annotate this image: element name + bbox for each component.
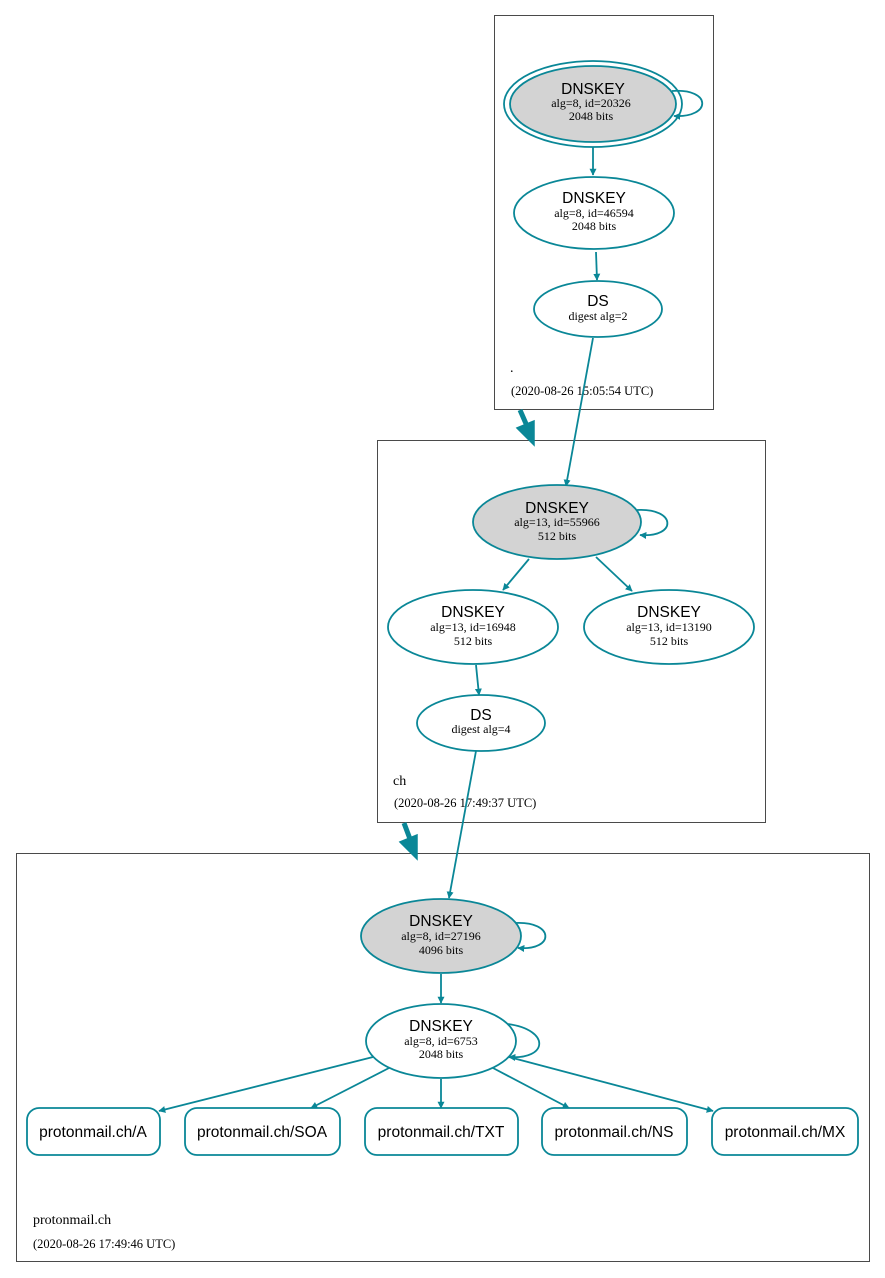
- rrset-txt-label: protonmail.ch/TXT: [378, 1124, 505, 1141]
- zone-root-box: [494, 15, 714, 410]
- node-pm-zsk-alg: alg=8, id=6753: [404, 1034, 478, 1048]
- rrset-a-box: [26, 1107, 161, 1156]
- self-loop-pm-ksk: [514, 922, 547, 952]
- node-ch-ksk-title: DNSKEY: [525, 500, 589, 517]
- rrset-soa-box: [184, 1107, 341, 1156]
- rrset-txt-box: [364, 1107, 519, 1156]
- node-ch-ds-digest: digest alg=4: [451, 722, 510, 736]
- edge-ch-zsk1-to-ds: [474, 664, 482, 696]
- node-root-ds-title: DS: [587, 293, 609, 310]
- edge-pm-zsk-to-ns: [492, 1067, 570, 1109]
- node-ch-ksk-alg: alg=13, id=55966: [514, 515, 600, 529]
- node-ch-zsk-16948-shape: [387, 589, 559, 665]
- node-ch-ksk-shape: [472, 484, 642, 560]
- zone-root-name: .: [510, 361, 514, 376]
- node-root-zsk-alg: alg=8, id=46594: [554, 206, 634, 220]
- rrset-mx-box: [711, 1107, 859, 1156]
- delegation-ch-protonmail: [398, 822, 418, 861]
- rrset-soa[interactable]: protonmail.ch/SOA: [184, 1107, 341, 1156]
- rrset-a-label: protonmail.ch/A: [39, 1124, 147, 1141]
- node-ch-zsk-16948-alg: alg=13, id=16948: [430, 620, 516, 634]
- node-pm-zsk-shape: [365, 1003, 517, 1079]
- node-root-zsk-shape: [513, 176, 675, 250]
- node-ch-zsk-16948-title: DNSKEY: [441, 604, 505, 621]
- zone-ch-timestamp: (2020-08-26 17:49:37 UTC): [394, 796, 536, 810]
- node-root-ds-shape: [533, 280, 663, 338]
- node-root-ds[interactable]: DS digest alg=2: [533, 280, 663, 338]
- edge-ch-ksk-to-zsk2: [595, 556, 633, 592]
- node-pm-ksk[interactable]: DNSKEY alg=8, id=27196 4096 bits: [360, 898, 522, 974]
- node-root-zsk-title: DNSKEY: [562, 190, 626, 207]
- self-loop-root-ksk: [671, 90, 703, 120]
- rrset-mx-label: protonmail.ch/MX: [725, 1124, 846, 1141]
- zone-protonmail: protonmail.ch (2020-08-26 17:49:46 UTC): [16, 853, 870, 1262]
- rrset-ns-box: [541, 1107, 688, 1156]
- node-ch-zsk-16948[interactable]: DNSKEY alg=13, id=16948 512 bits: [387, 589, 559, 665]
- delegation-root-ch: [515, 408, 535, 447]
- node-ch-zsk-13190-bits: 512 bits: [650, 634, 689, 648]
- rrset-a[interactable]: protonmail.ch/A: [26, 1107, 161, 1156]
- zone-protonmail-box: [16, 853, 870, 1262]
- node-root-zsk-bits: 2048 bits: [572, 219, 617, 233]
- rrset-ns[interactable]: protonmail.ch/NS: [541, 1107, 688, 1156]
- node-ch-zsk-13190[interactable]: DNSKEY alg=13, id=13190 512 bits: [583, 589, 755, 665]
- zone-ch-name: ch: [393, 774, 406, 789]
- delegation-root-ch-head: [515, 419, 535, 447]
- node-ch-zsk-13190-alg: alg=13, id=13190: [626, 620, 712, 634]
- edge-pm-zsk-to-a: [158, 1056, 374, 1113]
- edge-ch-ds-to-pm-ksk: [446, 750, 477, 899]
- node-pm-ksk-bits: 4096 bits: [419, 943, 464, 957]
- edges: [158, 90, 714, 1113]
- node-root-zsk[interactable]: DNSKEY alg=8, id=46594 2048 bits: [513, 176, 675, 250]
- node-pm-zsk-title: DNSKEY: [409, 1018, 473, 1035]
- rrset-soa-label: protonmail.ch/SOA: [197, 1124, 328, 1141]
- nodes: DNSKEY alg=8, id=20326 2048 bits DNSKEY …: [26, 60, 859, 1156]
- edge-pm-zsk-to-soa: [310, 1067, 390, 1109]
- node-root-ksk-alg: alg=8, id=20326: [551, 96, 631, 110]
- node-ch-zsk-13190-title: DNSKEY: [637, 604, 701, 621]
- zone-protonmail-timestamp: (2020-08-26 17:49:46 UTC): [33, 1237, 175, 1251]
- zone-root-timestamp: (2020-08-26 15:05:54 UTC): [511, 384, 653, 398]
- zone-ch: ch (2020-08-26 17:49:37 UTC): [377, 440, 766, 823]
- node-root-ksk[interactable]: DNSKEY alg=8, id=20326 2048 bits: [503, 60, 683, 148]
- node-ch-ksk[interactable]: DNSKEY alg=13, id=55966 512 bits: [472, 484, 642, 560]
- node-pm-ksk-alg: alg=8, id=27196: [401, 929, 481, 943]
- rrset-ns-label: protonmail.ch/NS: [555, 1124, 674, 1141]
- zone-root: . (2020-08-26 15:05:54 UTC): [494, 15, 714, 410]
- node-root-ksk-bits: 2048 bits: [569, 109, 614, 123]
- zone-ch-box: [377, 440, 766, 823]
- node-ch-ksk-bits: 512 bits: [538, 529, 577, 543]
- node-pm-zsk[interactable]: DNSKEY alg=8, id=6753 2048 bits: [365, 1003, 517, 1079]
- node-ch-ds-shape: [416, 694, 546, 752]
- edge-root-zsk-to-ds: [593, 251, 601, 281]
- zone-protonmail-name: protonmail.ch: [33, 1213, 111, 1228]
- node-ch-ds-title: DS: [470, 707, 492, 724]
- node-pm-ksk-shape: [360, 898, 522, 974]
- rrset-mx[interactable]: protonmail.ch/MX: [711, 1107, 859, 1156]
- node-ch-zsk-13190-shape: [583, 589, 755, 665]
- self-loop-pm-zsk: [507, 1023, 540, 1061]
- delegation-ch-protonmail-head: [398, 833, 418, 861]
- node-root-ksk-outer-ring: [503, 60, 683, 148]
- rrset-txt[interactable]: protonmail.ch/TXT: [364, 1107, 519, 1156]
- edge-ch-ksk-to-zsk1: [502, 558, 530, 591]
- self-loop-ch-ksk: [636, 509, 669, 539]
- node-ch-zsk-16948-bits: 512 bits: [454, 634, 493, 648]
- edge-root-ds-to-ch-ksk: [563, 337, 594, 487]
- node-root-ksk-shape: [509, 65, 677, 143]
- node-pm-zsk-bits: 2048 bits: [419, 1047, 464, 1061]
- node-root-ds-digest: digest alg=2: [568, 309, 627, 323]
- edge-pm-zsk-to-mx: [508, 1056, 714, 1113]
- node-root-ksk-title: DNSKEY: [561, 81, 625, 98]
- node-pm-ksk-title: DNSKEY: [409, 913, 473, 930]
- node-ch-ds[interactable]: DS digest alg=4: [416, 694, 546, 752]
